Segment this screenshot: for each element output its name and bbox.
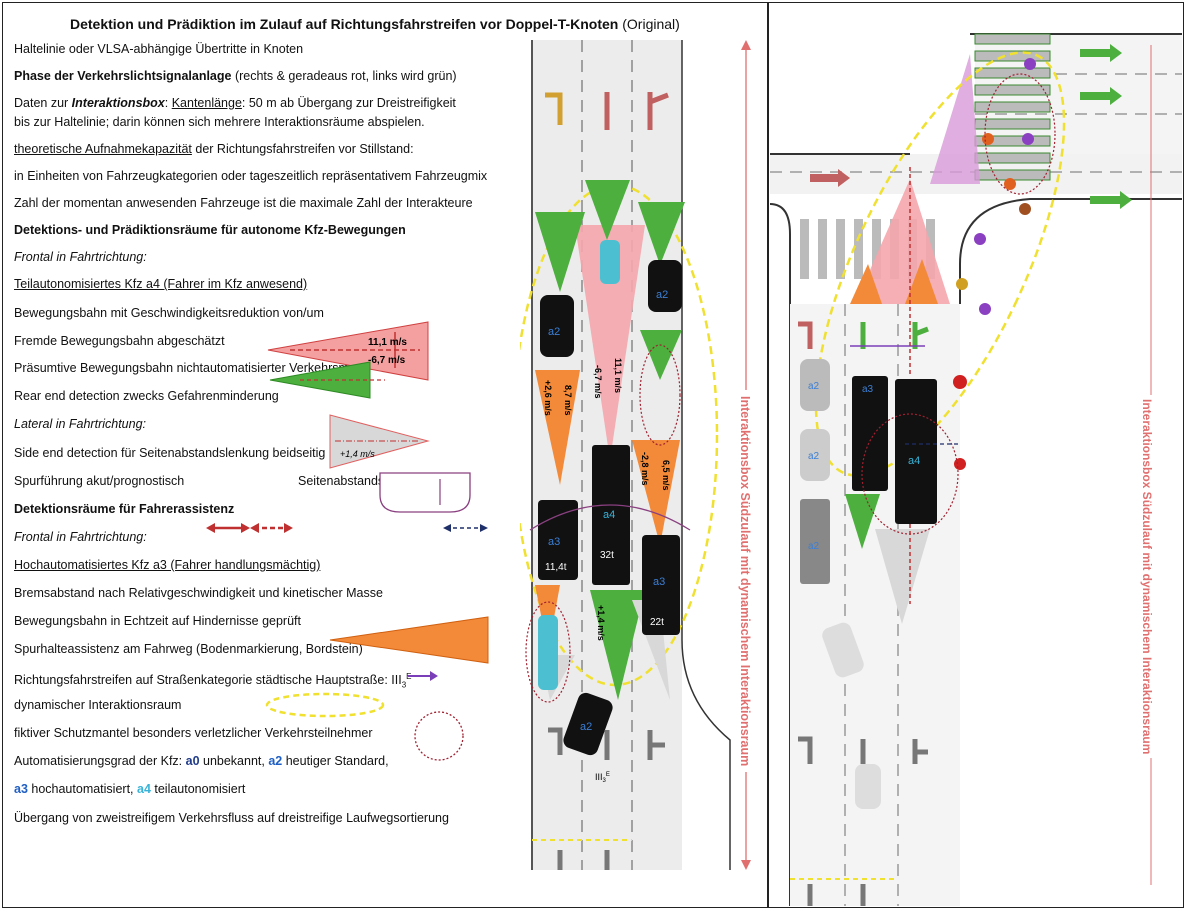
bicycle-2-icon: [538, 615, 558, 690]
panel-divider: [767, 2, 769, 908]
legend-symbols: 11,1 m/s -6,7 m/s +1,4 m/s: [0, 0, 520, 910]
label-w3: 22t: [650, 617, 664, 628]
right-label-a2b: a2: [808, 451, 820, 462]
pedestrian-icon: [953, 375, 967, 389]
red-arrow-icon: [810, 174, 838, 182]
zebra-stripe: [975, 153, 1050, 163]
legend-arrowhead: [206, 523, 215, 533]
legend-orange-triangle-icon: [330, 617, 488, 663]
side-label-right: Interaktionsbox Südzulauf mit dynamische…: [1140, 395, 1154, 758]
road-diagram: -6,7 m/s 11,1 m/s 8,7 m/s +2,6 m/s -2,8 …: [520, 40, 740, 900]
green-arrow-2-icon: [1080, 92, 1110, 100]
pedestrian-icon: [954, 458, 966, 470]
title-suffix: (Original): [622, 16, 680, 32]
arrowhead-down-icon: [741, 860, 751, 870]
legend-arrowhead: [250, 523, 259, 533]
right-truck-a4: [895, 379, 937, 524]
label-road-main: III: [595, 772, 603, 782]
legend-side-detection-icon: [380, 473, 470, 512]
zebra-stripe: [975, 68, 1050, 78]
right-label-a3: a3: [862, 384, 874, 395]
right-violet-cone: [930, 54, 980, 184]
pedestrian-icon: [974, 233, 986, 245]
label-v5: -2,8 m/s: [640, 452, 650, 486]
legend-interaction-space-icon: [267, 694, 383, 716]
zebra-stripe: [836, 219, 845, 279]
zebra-stripe: [975, 34, 1050, 44]
pedestrian-icon: [982, 133, 994, 145]
label-w2: 32t: [600, 550, 614, 561]
side-label-left: Interaktionsbox Südzulauf mit dynamische…: [738, 390, 752, 772]
pedestrian-icon: [1004, 178, 1016, 190]
pedestrian-icon: [1024, 58, 1036, 70]
zebra-stripe: [975, 170, 1050, 180]
zebra-stripe: [975, 85, 1050, 95]
legend-arrowhead: [430, 671, 438, 681]
right-label-a2a: a2: [808, 381, 820, 392]
pedestrian-icon: [956, 278, 968, 290]
label-a3a: a3: [548, 536, 560, 548]
label-v2: -6,7 m/s: [593, 365, 603, 399]
bicycle-1-icon: [600, 240, 620, 284]
curb-left-corner: [770, 204, 790, 304]
green-arrow-1-icon: [1080, 49, 1110, 57]
curb-right: [682, 40, 730, 870]
label-a4: a4: [603, 509, 615, 521]
car-a2-right: [648, 260, 682, 312]
legend-arrowhead: [241, 523, 250, 533]
label-v6: 6,5 m/s: [661, 460, 671, 491]
zebra-stripe: [800, 219, 809, 279]
legend-arrowhead: [443, 524, 451, 532]
label-v1: 11,1 m/s: [613, 358, 623, 393]
legend-arrowhead: [480, 524, 488, 532]
pedestrian-icon: [1019, 203, 1031, 215]
green-arrow-3-icon: [1090, 196, 1120, 204]
intersection-diagram: a3 a4 a2 a2 a2: [770, 4, 1182, 906]
legend-green-triangle-icon: [270, 362, 370, 398]
label-a2c: a2: [580, 721, 592, 733]
label-a2a: a2: [548, 326, 560, 338]
pedestrian-icon: [1022, 133, 1034, 145]
label-v7: +1,4 m/s: [596, 605, 606, 641]
legend-arrowhead: [284, 523, 293, 533]
legend-rear-speed: +1,4 m/s: [340, 449, 375, 459]
legend-protective-circle-icon: [415, 712, 463, 760]
label-w1: 11,4t: [545, 562, 567, 573]
label-road-sup: E: [606, 772, 610, 778]
arrowhead-up-icon: [741, 40, 751, 50]
right-label-a4: a4: [908, 455, 920, 467]
zebra-stripe: [818, 219, 827, 279]
legend-speed-bottom: -6,7 m/s: [368, 355, 406, 366]
label-a3b: a3: [653, 576, 665, 588]
right-car-5: [855, 764, 881, 809]
right-label-a2c: a2: [808, 541, 820, 552]
legend-speed-top: 11,1 m/s: [368, 337, 407, 348]
pedestrian-icon: [979, 303, 991, 315]
label-a2b: a2: [656, 289, 668, 301]
label-v4: +2,6 m/s: [543, 380, 553, 416]
label-v3: 8,7 m/s: [563, 385, 573, 416]
zebra-stripe: [975, 102, 1050, 112]
